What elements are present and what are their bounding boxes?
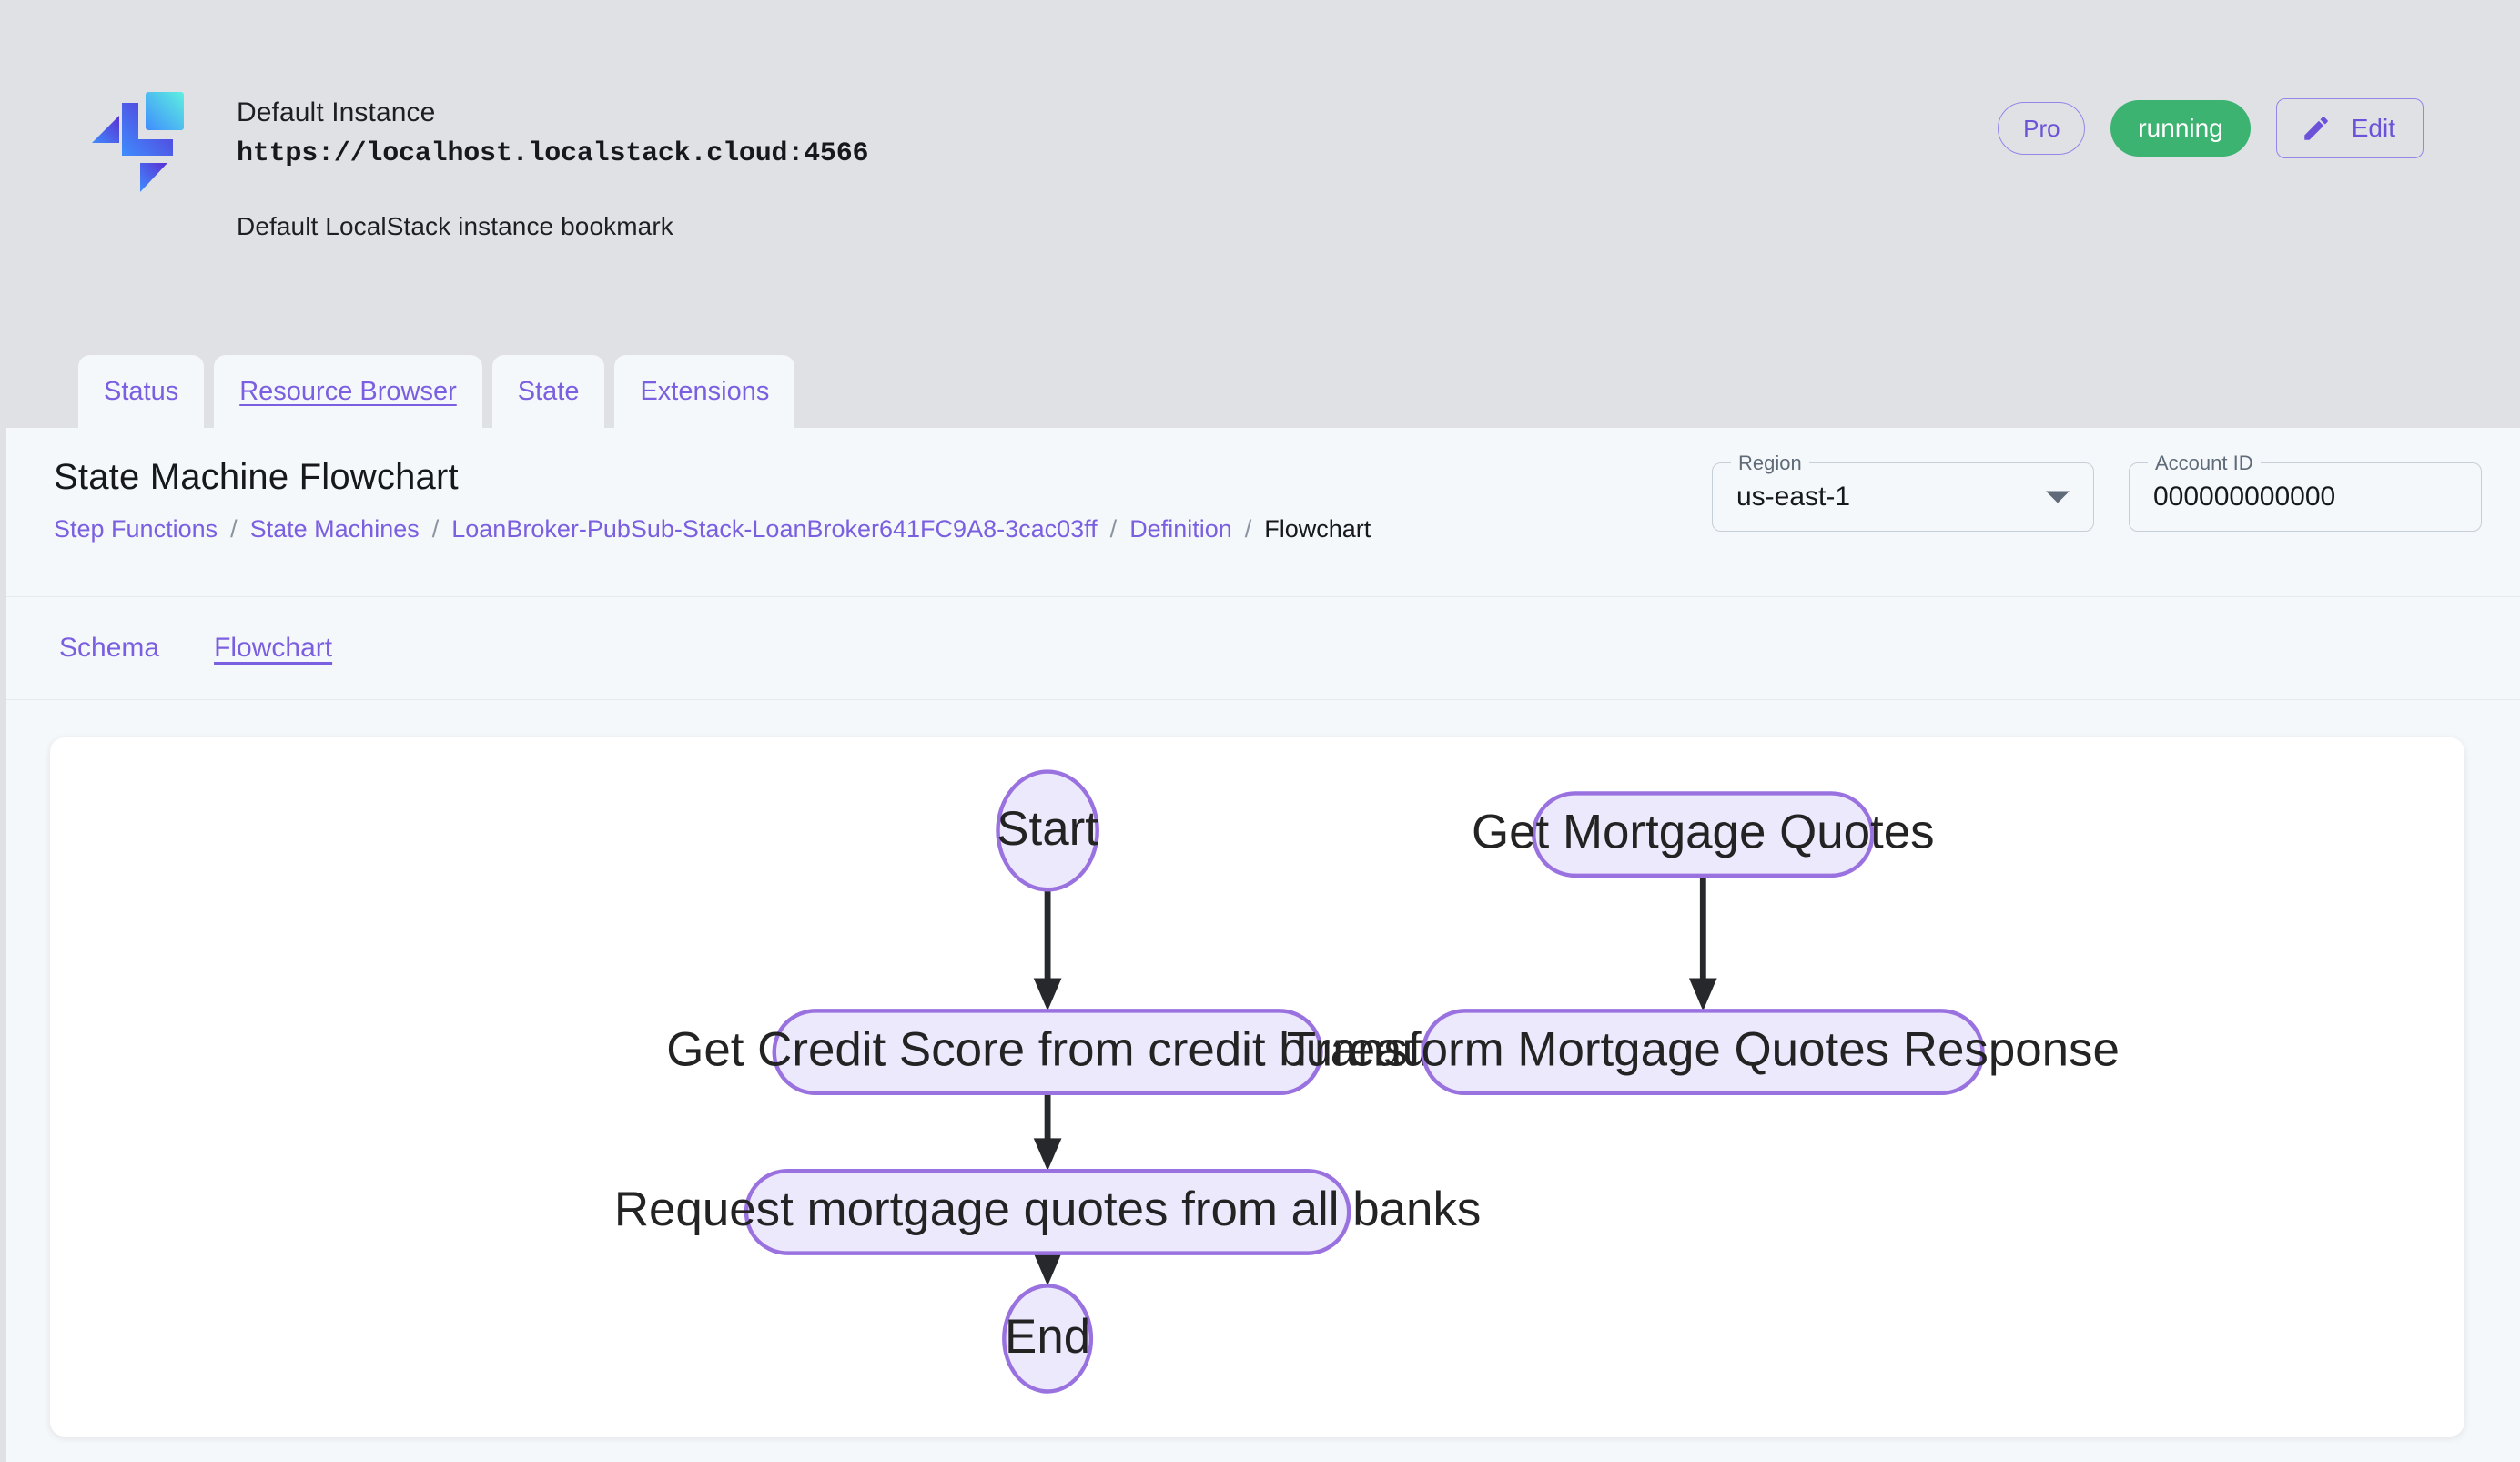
- breadcrumb-item-state-machines[interactable]: State Machines: [249, 515, 420, 543]
- breadcrumb-separator: /: [230, 515, 238, 543]
- region-label: Region: [1731, 450, 1809, 477]
- header-actions: Pro running Edit: [1998, 98, 2424, 158]
- instance-url: https://localhost.localstack.cloud:4566: [237, 137, 869, 169]
- breadcrumb-item-step-functions[interactable]: Step Functions: [54, 515, 218, 543]
- tab-extensions-label: Extensions: [640, 376, 770, 406]
- flow-node-request-quotes[interactable]: Request mortgage quotes from all banks: [614, 1168, 1482, 1255]
- brand-row: Default Instance https://localhost.local…: [89, 86, 869, 241]
- breadcrumb-separator: /: [1244, 515, 1252, 543]
- flow-edge-start-to-credit: [1033, 890, 1062, 1011]
- flow-node-start-label: Start: [997, 802, 1098, 856]
- breadcrumb-separator: /: [431, 515, 440, 543]
- view-subtabs: Schema Flowchart: [6, 597, 2520, 700]
- flow-node-get-credit-score[interactable]: Get Credit Score from credit bureau: [666, 1009, 1429, 1096]
- tab-extensions[interactable]: Extensions: [614, 355, 795, 428]
- tab-status[interactable]: Status: [78, 355, 205, 428]
- page-header: State Machine Flowchart Step Functions /…: [6, 428, 2520, 597]
- subtab-flowchart[interactable]: Flowchart: [214, 633, 333, 663]
- instance-header: Default Instance https://localhost.local…: [0, 0, 2520, 428]
- tab-status-label: Status: [104, 376, 179, 406]
- instance-name: Default Instance: [237, 97, 436, 127]
- instance-description: Default LocalStack instance bookmark: [237, 212, 673, 240]
- main-tabs: Status Resource Browser State Extensions: [78, 355, 795, 428]
- tab-resource-browser-label: Resource Browser: [239, 376, 457, 406]
- chevron-down-icon: [2046, 491, 2070, 503]
- flow-node-transform-response[interactable]: Transform Mortgage Quotes Response: [1287, 1009, 2120, 1096]
- flow-edge-credit-to-request: [1033, 1092, 1062, 1172]
- pencil-icon: [2304, 117, 2328, 140]
- flow-node-request-quotes-label: Request mortgage quotes from all banks: [614, 1183, 1482, 1236]
- account-id-label: Account ID: [2148, 450, 2261, 477]
- subtab-schema[interactable]: Schema: [59, 633, 160, 663]
- flow-node-transform-response-label: Transform Mortgage Quotes Response: [1287, 1022, 2120, 1076]
- breadcrumb: Step Functions / State Machines / LoanBr…: [54, 515, 1371, 543]
- status-badge: running: [2110, 100, 2251, 157]
- flow-edge-quotes-to-transform: [1688, 875, 1717, 1011]
- account-id-value: 000000000000: [2153, 482, 2336, 512]
- account-id-field[interactable]: Account ID 000000000000: [2129, 450, 2482, 532]
- flow-node-end-label: End: [1005, 1310, 1090, 1364]
- flow-node-get-mortgage-quotes-label: Get Mortgage Quotes: [1472, 805, 1935, 858]
- flow-node-get-credit-score-label: Get Credit Score from credit bureau: [666, 1022, 1429, 1076]
- breadcrumb-item-state-machine-name[interactable]: LoanBroker-PubSub-Stack-LoanBroker641FC9…: [451, 515, 1098, 543]
- edit-button-label: Edit: [2351, 114, 2395, 142]
- state-machine-flowchart[interactable]: Start Get Credit Score from credit burea…: [50, 737, 2464, 1437]
- flowchart-card: Start Get Credit Score from credit burea…: [50, 737, 2464, 1437]
- brand-text: Default Instance https://localhost.local…: [237, 86, 869, 241]
- region-value: us-east-1: [1736, 482, 1851, 512]
- tab-state[interactable]: State: [491, 355, 605, 428]
- edit-button[interactable]: Edit: [2275, 98, 2424, 158]
- tab-resource-browser[interactable]: Resource Browser: [214, 355, 482, 428]
- flow-node-end[interactable]: End: [1002, 1284, 1094, 1394]
- scope-fields: Region us-east-1 Account ID 000000000000: [1712, 450, 2482, 532]
- flow-node-start[interactable]: Start: [996, 769, 1099, 892]
- page-title: State Machine Flowchart: [54, 457, 459, 497]
- pro-badge[interactable]: Pro: [1998, 102, 2086, 155]
- breadcrumb-separator: /: [1109, 515, 1118, 543]
- localstack-logo-icon: [92, 92, 184, 192]
- flow-edge-request-to-end: [1033, 1253, 1062, 1286]
- region-select[interactable]: Region us-east-1: [1712, 450, 2094, 532]
- flow-node-get-mortgage-quotes[interactable]: Get Mortgage Quotes: [1472, 791, 1935, 878]
- breadcrumb-item-flowchart: Flowchart: [1264, 515, 1371, 543]
- breadcrumb-item-definition[interactable]: Definition: [1129, 515, 1232, 543]
- tab-state-label: State: [517, 376, 580, 406]
